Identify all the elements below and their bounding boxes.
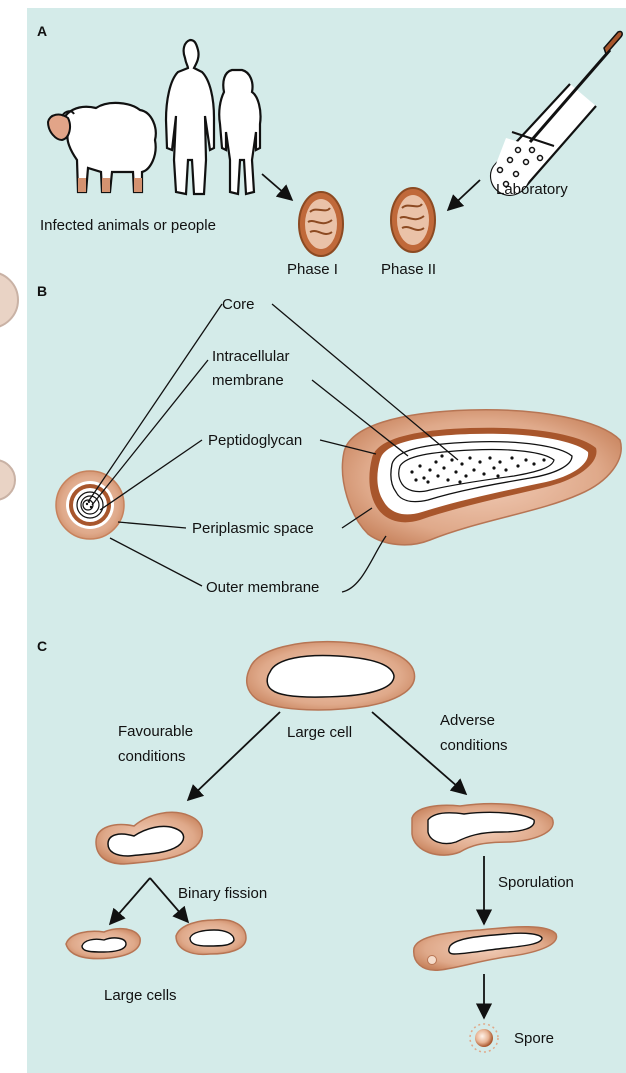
binary-fission-label: Binary fission [178,885,267,902]
small-cell-cross-section [56,471,124,539]
large-cell-top [247,642,415,710]
large-cells-label: Large cells [104,987,177,1004]
phase-two-label: Phase II [381,261,436,278]
adverse-label-line1: Adverse [440,712,495,729]
laboratory-label: Laboratory [496,181,568,198]
outer-membrane-label: Outer membrane [206,579,319,596]
favourable-label-line2: conditions [118,748,186,765]
favourable-label-line1: Favourable [118,723,193,740]
spore-label: Spore [514,1030,554,1047]
panel-a-letter: A [37,23,47,39]
edge-circle-top [0,272,18,328]
peptidoglycan-label: Peptidoglycan [208,432,302,449]
core-label: Core [222,296,255,313]
phase-one-cell-icon [299,192,343,256]
edge-circle-bottom [0,460,15,500]
panel-b-letter: B [37,283,47,299]
periplasmic-space-label: Periplasmic space [192,520,314,537]
phase-two-cell-icon [391,188,435,252]
large-cell-label: Large cell [287,724,352,741]
fission-cell-right [176,920,246,955]
source-label: Infected animals or people [40,217,216,234]
intracellular-label-line1: Intracellular [212,348,290,365]
sporulation-label: Sporulation [498,874,574,891]
intracellular-label-line2: membrane [212,372,284,389]
panel-c-letter: C [37,638,47,654]
phase-one-label: Phase I [287,261,338,278]
adverse-label-line2: conditions [440,737,508,754]
